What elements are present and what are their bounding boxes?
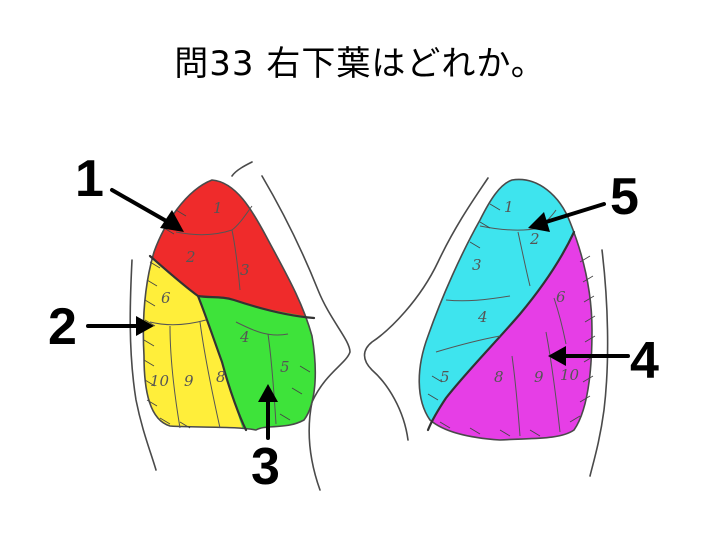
callout-2: 2 [48, 298, 154, 356]
right-lung-outline [418, 178, 593, 441]
callout-label-5: 5 [610, 168, 639, 226]
callout-5-arrow-head [528, 212, 550, 232]
right-seg-label-9: 9 [534, 368, 544, 386]
callout-1-arrow-shaft [110, 188, 170, 224]
left-segment-lines [149, 205, 289, 429]
callout-1: 1 [75, 150, 184, 232]
left-lung-figure: 1 2 3 6 4 5 10 9 8 [129, 161, 351, 491]
left-seg-label-9: 9 [184, 372, 194, 390]
middle-lobe-green [198, 296, 316, 430]
left-body-outline [129, 161, 351, 491]
right-seg-label-1: 1 [504, 198, 514, 216]
lower-lobe-magenta [420, 230, 592, 440]
callout-3: 3 [251, 384, 280, 496]
left-seg-label-5: 5 [280, 358, 290, 376]
left-horizontal-fissure [196, 294, 248, 432]
callout-2-arrow-head [136, 316, 154, 336]
right-hatching [427, 203, 596, 437]
right-seg-label-5: 5 [440, 368, 450, 386]
callout-4: 4 [548, 332, 659, 390]
right-seg-label-4: 4 [477, 308, 488, 326]
left-seg-label-6: 6 [161, 289, 171, 307]
right-seg-label-6: 6 [556, 288, 566, 306]
left-hatching [143, 209, 311, 429]
question-title: 問33 右下葉はどれか。 [174, 44, 546, 84]
right-body-outline [363, 177, 609, 477]
left-seg-label-3: 3 [240, 261, 250, 279]
callout-5: 5 [528, 168, 639, 232]
right-seg-label-8: 8 [494, 368, 504, 386]
left-seg-label-8: 8 [216, 368, 226, 386]
callout-3-arrow-head [258, 384, 278, 402]
callout-5-arrow-shaft [544, 202, 606, 224]
left-seg-label-1: 1 [213, 199, 223, 217]
callout-1-arrow-head [160, 210, 184, 232]
right-seg-label-3: 3 [472, 256, 482, 274]
lower-lobe-yellow [143, 250, 246, 430]
right-segment-lines [435, 209, 567, 437]
callout-label-1: 1 [75, 150, 104, 208]
callout-4-arrow-head [548, 346, 566, 366]
left-seg-label-2: 2 [185, 248, 196, 266]
right-oblique-fissure [426, 230, 576, 432]
right-seg-label-2: 2 [529, 230, 540, 248]
left-oblique-fissure [148, 254, 316, 320]
left-seg-label-4: 4 [239, 328, 250, 346]
right-seg-label-10: 10 [560, 366, 580, 384]
callout-label-3: 3 [251, 438, 280, 496]
left-seg-label-10: 10 [150, 372, 170, 390]
callout-label-4: 4 [630, 332, 659, 390]
callout-label-2: 2 [48, 298, 77, 356]
